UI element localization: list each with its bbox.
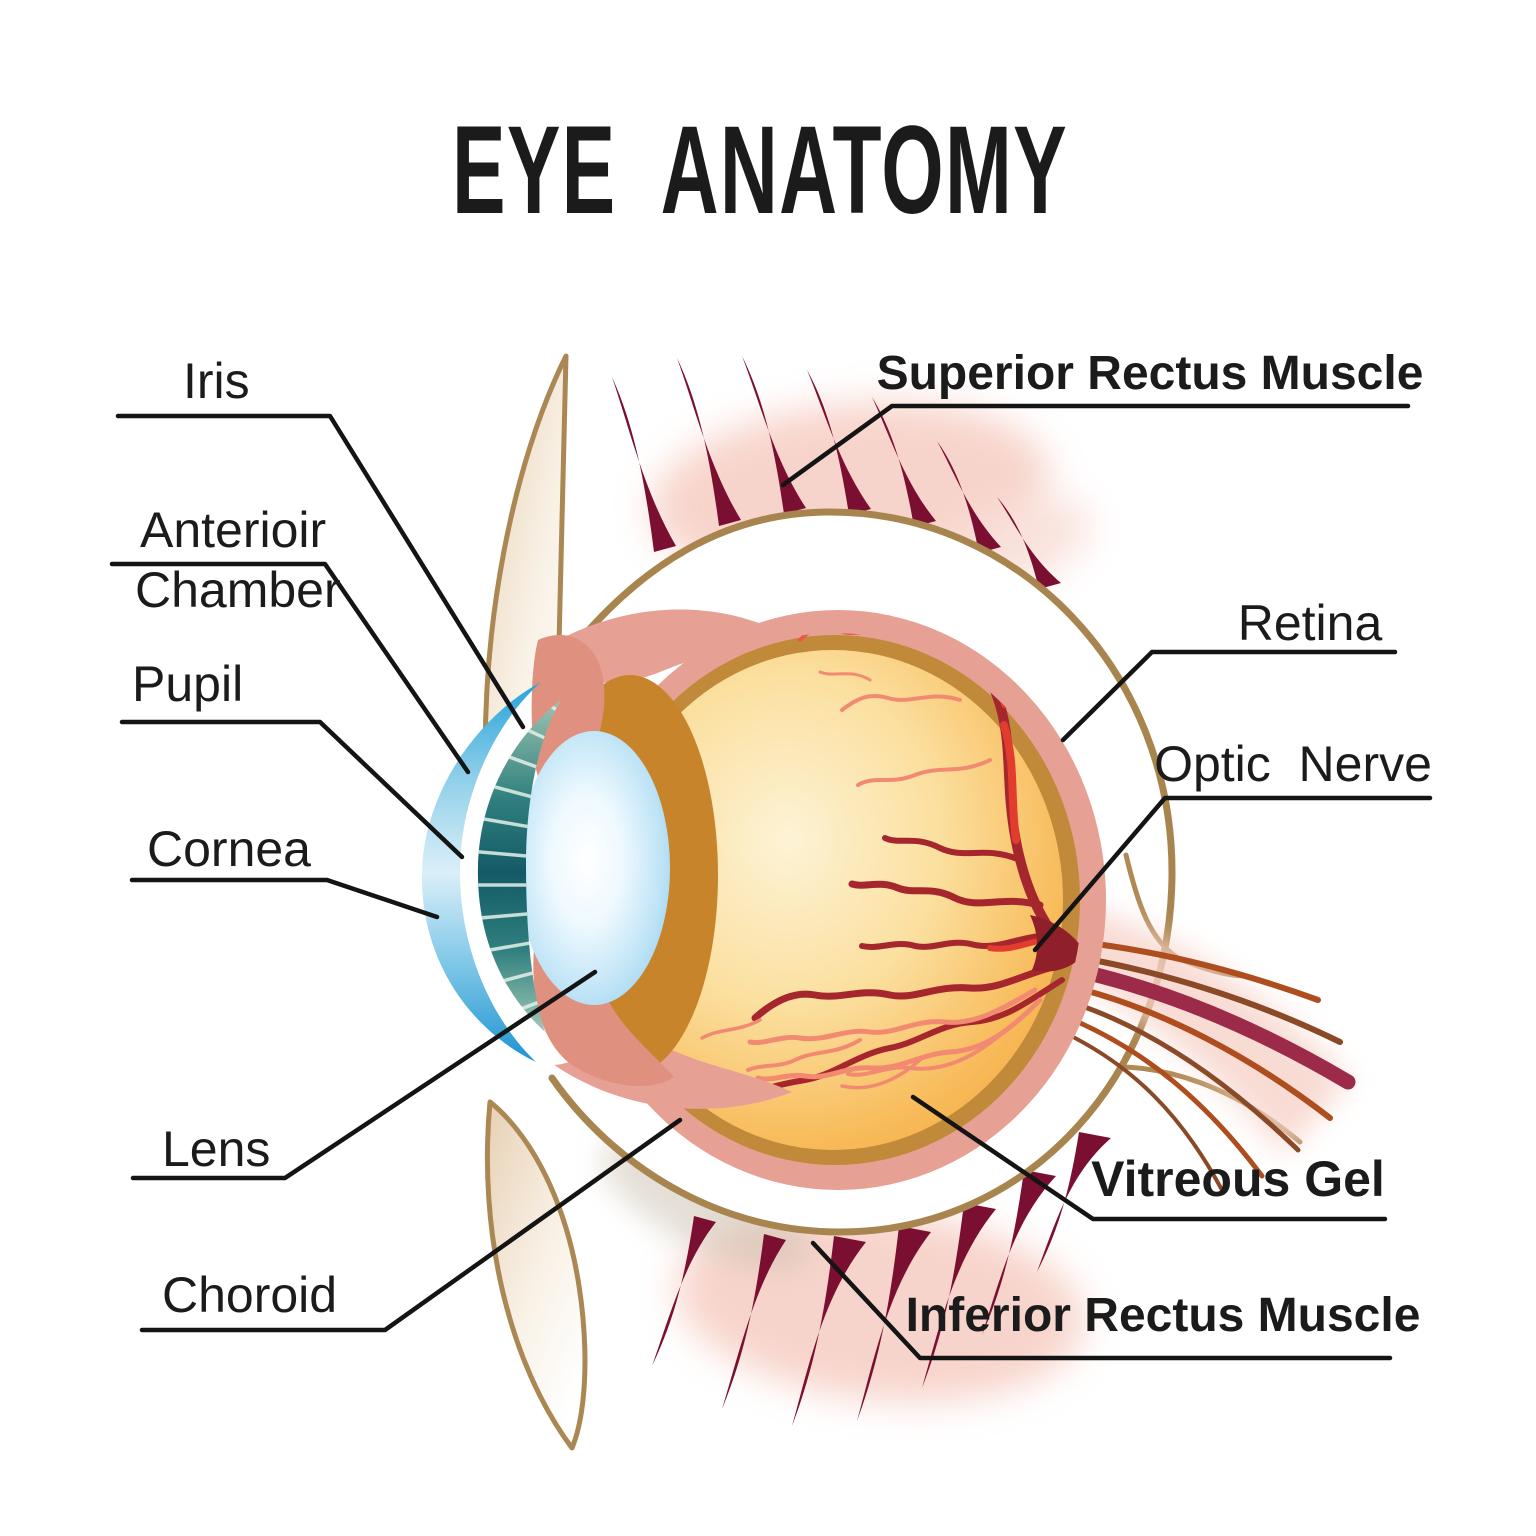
pupil-callout-line [119, 719, 465, 860]
label-iris: Iris [183, 353, 250, 409]
sclera-outline [548, 508, 1176, 1236]
label-vitreous-gel: Vitreous Gel [1091, 1151, 1385, 1207]
label-anterior-chamber-line2: Chamber [135, 562, 341, 618]
ciliary-pink-upper-band [545, 609, 780, 683]
inferior-rectus-callout-line [810, 1240, 1393, 1361]
label-retina: Retina [1238, 595, 1383, 651]
label-pupil: Pupil [132, 656, 243, 712]
optic-nerve-callout-line [1032, 795, 1433, 953]
label-lens: Lens [162, 1121, 270, 1177]
callout-lines [109, 403, 1433, 1361]
cornea-callout-line [129, 877, 440, 920]
label-cornea: Cornea [147, 821, 311, 877]
vitreous-gel-callout-line [910, 1094, 1388, 1222]
label-superior-rectus-muscle: Superior Rectus Muscle [877, 347, 1424, 400]
eye-illustration [421, 353, 1356, 1451]
lens-shape [518, 731, 670, 1005]
retina-callout-line [1060, 649, 1398, 743]
choroid-callout-line [139, 1117, 683, 1333]
iris-callout-line [115, 413, 526, 730]
lens-callout-line [130, 969, 598, 1181]
anterior-chamber-callout-line [109, 561, 471, 775]
labels: Iris Anterioir Chamber Pupil Cornea Lens… [132, 347, 1432, 1342]
inferior-rectus-muscle-shape [652, 1132, 1111, 1426]
optic-nerve-fibers [1073, 905, 1356, 1192]
page-title: EYE ANATOMY [452, 101, 1068, 240]
optic-disc [1030, 915, 1082, 972]
superior-rectus-muscle-shape [612, 356, 1061, 589]
cornea-shape [421, 682, 541, 1062]
optic-nerve-glow [1078, 905, 1350, 1155]
lower-eyelid [484, 1099, 588, 1451]
label-optic-nerve: Optic Nerve [1154, 736, 1432, 792]
label-inferior-rectus-muscle: Inferior Rectus Muscle [906, 1289, 1421, 1342]
label-anterior-chamber-line1: Anterioir [140, 502, 326, 558]
label-choroid: Choroid [162, 1267, 337, 1323]
anterior-segment [421, 609, 792, 1109]
superior-rectus-callout-line [780, 403, 1411, 488]
